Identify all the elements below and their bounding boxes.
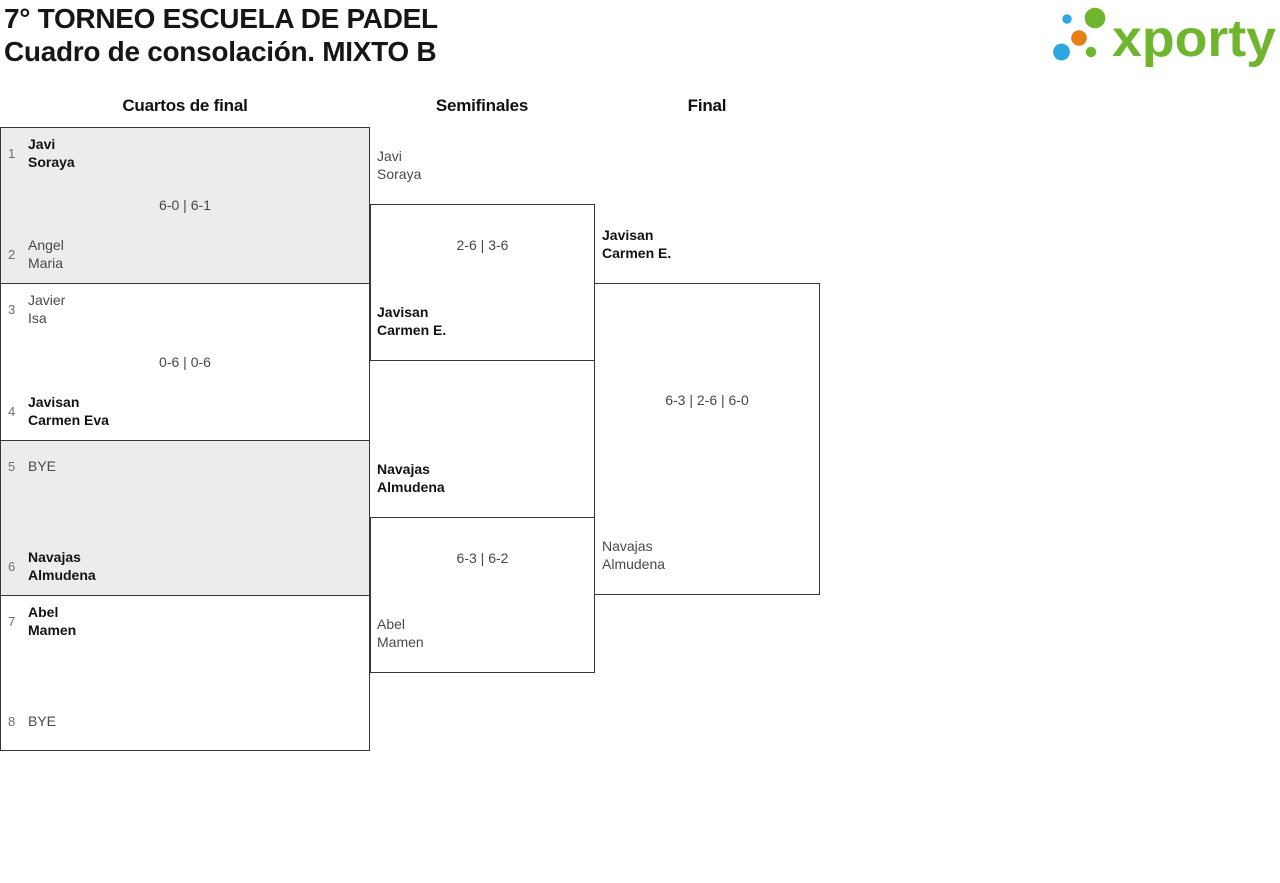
round-header-semifinals: Semifinales bbox=[435, 96, 529, 115]
qf1-team-top: 1 Javi Soraya bbox=[8, 135, 348, 171]
logo-dot-orange bbox=[1071, 30, 1087, 46]
logo-dot-green-small bbox=[1085, 46, 1097, 58]
seed-number: 7 bbox=[8, 613, 16, 629]
round-header-final: Final bbox=[687, 96, 727, 115]
team-name: Javi Soraya bbox=[28, 136, 75, 170]
final-score: 6-3 | 2-6 | 6-0 bbox=[665, 392, 749, 408]
team-name: Angel Maria bbox=[28, 237, 64, 271]
team-name: Javisan Carmen Eva bbox=[28, 394, 109, 428]
match-box-qf4 bbox=[0, 595, 370, 751]
qf3-team-top: 5 BYE bbox=[8, 448, 348, 484]
qf4-team-top: 7 Abel Mamen bbox=[8, 603, 348, 639]
qf2-score: 0-6 | 0-6 bbox=[159, 354, 211, 370]
logo-dot-blue-small bbox=[1062, 14, 1072, 24]
qf4-team-bottom: 8 BYE bbox=[8, 703, 348, 739]
round-header-quarterfinals: Cuartos de final bbox=[122, 96, 248, 115]
team-name: Navajas Almudena bbox=[28, 549, 96, 583]
logo-dot-blue-large bbox=[1053, 43, 1070, 61]
team-name: BYE bbox=[28, 713, 57, 729]
match-box-qf1 bbox=[0, 127, 370, 284]
team-name: BYE bbox=[28, 458, 57, 474]
qf2-team-top: 3 Javier Isa bbox=[8, 291, 348, 327]
match-box-qf3 bbox=[0, 440, 370, 596]
final-team-bottom: Navajas Almudena bbox=[602, 538, 666, 572]
logo-dot-green-large bbox=[1084, 7, 1106, 29]
seed-number: 2 bbox=[8, 246, 16, 262]
sf2-score: 6-3 | 6-2 bbox=[456, 550, 509, 566]
match-box-sf1 bbox=[370, 204, 595, 361]
qf3-team-bottom: 6 Navajas Almudena bbox=[8, 548, 348, 584]
match-box-final bbox=[594, 283, 820, 595]
sf1-team-top: Javi Soraya bbox=[377, 148, 422, 182]
seed-number: 6 bbox=[8, 558, 16, 574]
sf1-team-bottom: Javisan Carmen E. bbox=[377, 304, 447, 338]
logo-wordmark: xporty bbox=[1112, 10, 1276, 68]
sf2-team-bottom: Abel Mamen bbox=[377, 616, 424, 650]
tournament-name: 7° TORNEO ESCUELA DE PADEL bbox=[4, 3, 438, 34]
xporty-logo[interactable]: xporty bbox=[1050, 2, 1280, 78]
qf1-score: 6-0 | 6-1 bbox=[159, 197, 211, 213]
team-name: Abel Mamen bbox=[28, 604, 77, 638]
seed-number: 8 bbox=[8, 713, 16, 729]
seed-number: 3 bbox=[8, 301, 16, 317]
seed-number: 4 bbox=[8, 403, 16, 419]
final-team-top: Javisan Carmen E. bbox=[602, 227, 672, 261]
seed-number: 1 bbox=[8, 145, 16, 161]
match-box-sf2 bbox=[370, 517, 595, 673]
sf2-team-top: Navajas Almudena bbox=[377, 461, 445, 495]
qf1-team-bottom: 2 Angel Maria bbox=[8, 236, 348, 272]
team-name: Javier Isa bbox=[28, 292, 66, 326]
page-title: 7° TORNEO ESCUELA DE PADEL Cuadro de con… bbox=[4, 2, 438, 68]
bracket-subtitle: Cuadro de consolación. MIXTO B bbox=[4, 36, 437, 67]
seed-number: 5 bbox=[8, 458, 16, 474]
qf2-team-bottom: 4 Javisan Carmen Eva bbox=[8, 393, 348, 429]
sf1-score: 2-6 | 3-6 bbox=[456, 237, 509, 253]
